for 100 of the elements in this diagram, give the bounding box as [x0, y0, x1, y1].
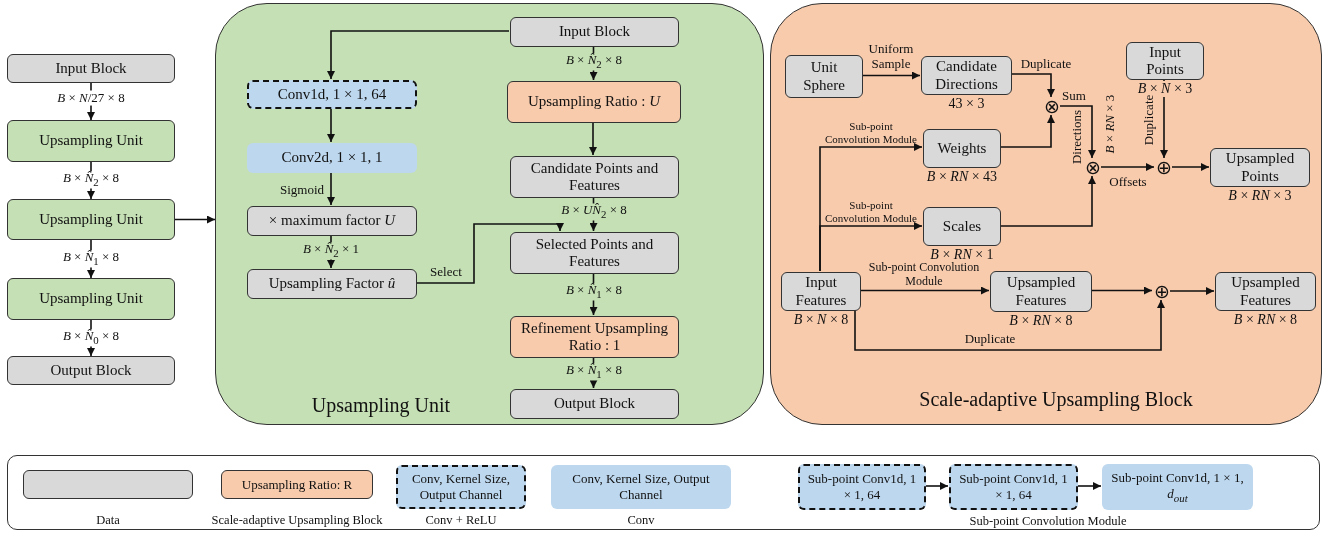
- operator-symbol: ⊕: [1154, 281, 1170, 303]
- block-label: Input Block: [558, 23, 631, 41]
- operator-symbol: ⊕: [1156, 157, 1172, 179]
- edge-label: B × N̂$_{1}$ × 8: [60, 250, 122, 268]
- ratio-block: [507, 81, 681, 123]
- arrow: [859, 286, 990, 295]
- arrow: [327, 171, 335, 206]
- block-label: Output Block: [553, 395, 636, 413]
- data-block: [510, 17, 679, 47]
- edge-label: Sub-point Convolution Module: [824, 199, 918, 225]
- data-block: [1126, 42, 1204, 80]
- arrow: [854, 299, 1165, 351]
- arrow: [999, 175, 1096, 227]
- arrow: [1059, 105, 1096, 159]
- block-label: Upsampling Unit: [39, 210, 143, 229]
- unit-block: [7, 120, 175, 162]
- conv-relu-block: [247, 80, 417, 109]
- block-label: Candidate Points and Features: [529, 159, 660, 195]
- edge-label: B × N̂$_{1}$ × 8: [563, 283, 625, 301]
- block-label: Scales: [942, 217, 982, 236]
- data-block: [781, 272, 861, 311]
- shape-caption: Conv + ReLU: [424, 513, 498, 528]
- arrow: [327, 107, 335, 143]
- block-label: Sub-point Conv1d, 1 × 1, 64: [958, 471, 1069, 503]
- data-block: [510, 232, 679, 274]
- arrow: [999, 114, 1055, 148]
- block-label: Candidate Directions: [934, 58, 999, 93]
- edge-label: Sub-point Convolution Module: [867, 261, 981, 289]
- arrow: [1090, 286, 1153, 295]
- data-block: [7, 356, 175, 385]
- block-label: Upsampling Factor û: [268, 275, 396, 293]
- legend-frame: [7, 455, 1320, 530]
- data-block: [923, 129, 1001, 168]
- data-block: [1215, 272, 1316, 311]
- block-label: Input Points: [1145, 43, 1185, 79]
- panel-title: Upsampling Unit: [311, 394, 451, 417]
- block-label: Input Features: [794, 274, 848, 309]
- annotation-label: Sub-point Convolution Module: [968, 513, 1128, 529]
- edge-label: B × N̂$_{0}$ × 8: [60, 329, 122, 347]
- edge-label: B × N̂$_{2}$ × 8: [563, 53, 625, 71]
- block-label: Sub-point Conv1d, 1 × 1, d$_{out}$: [1110, 469, 1245, 505]
- unit-block: [7, 278, 175, 320]
- edge-label: B × UN̂$_{2}$ × 8: [559, 203, 629, 221]
- conv-block: [1102, 464, 1253, 510]
- conv-block: [247, 143, 417, 173]
- arrow: [1169, 287, 1215, 295]
- data-block: [23, 470, 193, 499]
- block-label: Unit Sphere: [802, 59, 846, 94]
- edge-label: Sigmoid: [278, 182, 326, 198]
- annotation-label: Directions: [1069, 108, 1085, 167]
- arrow: [327, 30, 510, 80]
- edge-label: B × N̂$_{2}$ × 1: [300, 242, 362, 260]
- block-label: Upsampled Features: [1005, 274, 1077, 309]
- data-block: [7, 54, 175, 83]
- shape-caption: Conv: [626, 513, 656, 528]
- edge-label: Uniform Sample: [867, 42, 915, 72]
- edge-label: B × N/27 × 8: [55, 90, 127, 106]
- data-block: [923, 207, 1001, 246]
- block-label: Upsampling Unit: [39, 290, 143, 308]
- block-label: Output Block: [50, 361, 132, 380]
- edge-label: Duplicate: [963, 331, 1017, 347]
- annotation-label: B × RN × 3: [1102, 93, 1118, 156]
- block-label: × maximum factor U: [268, 212, 396, 230]
- shape-caption: Scale-adaptive Upsampling Block: [210, 513, 384, 528]
- arrow: [415, 223, 564, 284]
- data-block: [247, 269, 417, 299]
- block-label: Input Block: [55, 59, 127, 78]
- arrow: [589, 121, 597, 156]
- block-label: Upsampling Unit: [39, 132, 143, 150]
- block-label: Selected Points and Features: [534, 235, 655, 271]
- arrow: [1160, 78, 1168, 159]
- data-block: [921, 56, 1012, 95]
- edge-label: Sum: [1061, 88, 1087, 104]
- data-block: [510, 156, 679, 198]
- unit-block: [7, 199, 175, 240]
- edge-label: Duplicate: [1141, 93, 1157, 148]
- ratio-block: [510, 316, 679, 358]
- conv-relu-block: [396, 465, 526, 509]
- arrow: [1100, 163, 1155, 171]
- edge-label: Duplicate: [1019, 56, 1073, 72]
- arrow: [1076, 482, 1102, 490]
- block-label: Upsampled Features: [1230, 274, 1301, 309]
- edge-label: B × N̂$_{1}$ × 8: [563, 363, 625, 381]
- panel-background: [770, 3, 1322, 425]
- block-label: Conv, Kernel Size, Output Channel: [571, 471, 711, 503]
- ratio-block: [221, 470, 373, 499]
- edge-label: Select: [429, 264, 463, 280]
- arrow: [924, 482, 949, 490]
- conv-block: [551, 465, 731, 509]
- conv-relu-block: [798, 464, 926, 510]
- panel-title: Scale-adaptive Upsampling Block: [919, 388, 1193, 411]
- data-block: [510, 389, 679, 419]
- data-block: [990, 271, 1092, 312]
- conv-relu-block: [949, 464, 1078, 510]
- block-label: Weights: [937, 139, 987, 158]
- arrow: [1010, 73, 1055, 98]
- edge-label: Offsets: [1108, 174, 1148, 190]
- arrow: [861, 71, 921, 80]
- edge-label: B × N̂$_{2}$ × 8: [60, 171, 122, 189]
- block-label: Sub-point Conv1d, 1 × 1, 64: [806, 471, 918, 503]
